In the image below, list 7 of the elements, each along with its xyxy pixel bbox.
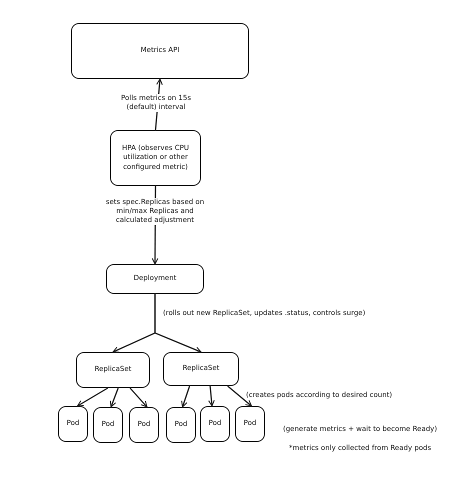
arrow — [208, 386, 215, 406]
arrow — [227, 386, 252, 406]
arrow — [130, 388, 148, 408]
arrow — [154, 294, 202, 353]
arrow — [77, 387, 108, 407]
arrow — [181, 386, 190, 408]
arrow — [110, 388, 119, 408]
